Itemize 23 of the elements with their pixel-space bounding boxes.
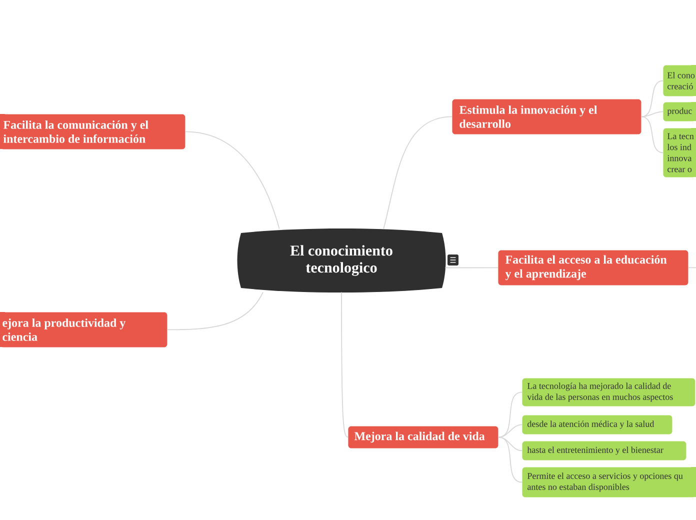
- leaf-box: hasta el entretenimiento y el bienestar: [522, 441, 686, 460]
- branch-box: Facilita el acceso a la educación y el aprendizaje: [498, 250, 688, 286]
- leaf-box: desde la atención médica y la salud: [522, 415, 672, 434]
- connector-line: [688, 267, 696, 268]
- connector-line: [498, 436, 522, 483]
- branch-box: Facilita la comunicación y el intercambio de información: [0, 114, 186, 150]
- connector-line: [184, 131, 280, 230]
- leaf-box: La tecn los ind innova crear o: [663, 128, 696, 178]
- leaf-box: La tecnología ha mejorado la calidad de vida de las personas en muchos aspectos: [522, 378, 696, 406]
- connector-line: [444, 267, 498, 268]
- connector-line: [640, 111, 664, 118]
- connector-line: [640, 116, 664, 154]
- central-topic-box: El conocimiento tecnologico: [237, 228, 446, 292]
- leaf-box: produc: [663, 102, 696, 122]
- branch-box: ejora la productividad y ciencia: [0, 312, 168, 348]
- leaf-box: Permite el acceso a servicios y opciones qu antes no estaban disponibles: [522, 467, 696, 498]
- connector-line: [341, 292, 348, 438]
- branch-box: Mejora la calidad de vida: [348, 426, 498, 448]
- branch-box: Estimula la innovación y el desarrollo: [452, 99, 642, 134]
- leaf-box: El cono creació: [663, 65, 696, 96]
- connector-line: [383, 116, 452, 230]
- connector-line: [498, 424, 522, 438]
- connector-line: [166, 292, 264, 330]
